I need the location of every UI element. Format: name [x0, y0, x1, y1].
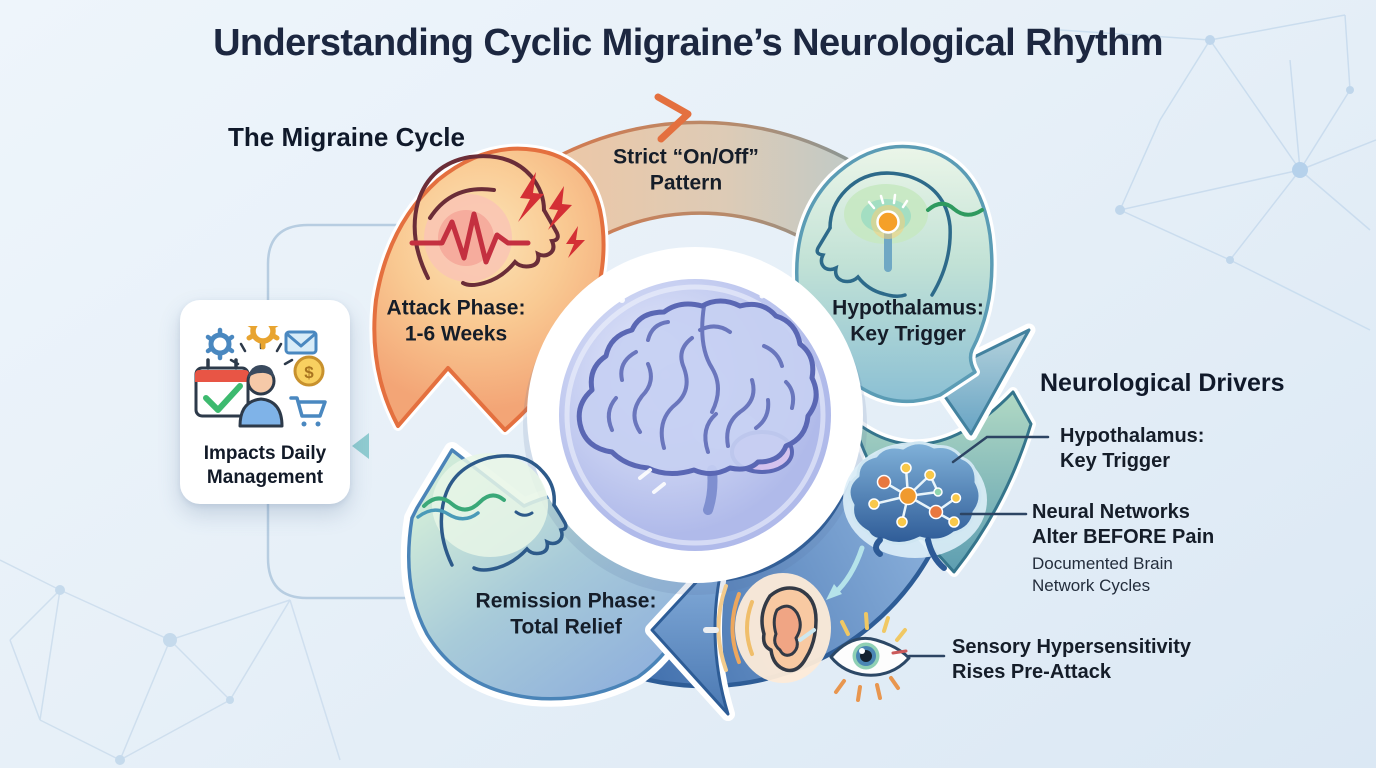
card-arrow-icon [352, 433, 369, 459]
dollar-symbol: $ [304, 363, 314, 382]
attack-head-icon [409, 154, 585, 287]
network-pattern-bottom-left [0, 559, 341, 765]
driver-item-sensory: Sensory Hypersensitivity Rises Pre-Attac… [952, 636, 1191, 683]
hypothalamus-head-icon [815, 171, 984, 299]
neural-network-brain-icon [826, 441, 987, 600]
driver-connector-lines [907, 435, 1050, 658]
driver-item-neural-networks: Neural Networks Alter BEFORE Pain [1032, 501, 1215, 548]
cycle-label-pattern: Strict “On/Off” Pattern [613, 145, 759, 194]
calm-head-icon [416, 453, 568, 572]
network-pattern-top-right [1059, 14, 1376, 331]
drivers-heading: Neurological Drivers [1040, 369, 1285, 397]
calendar-check-icon [194, 358, 250, 418]
impact-card-label: Impacts Daily Management [203, 443, 327, 489]
connector-hypothalamus [951, 435, 1050, 464]
gear-icon [246, 326, 280, 350]
center-brain-medallion [523, 247, 867, 595]
gear-icon [205, 327, 235, 361]
cycle-arrow-top-icon [654, 93, 692, 143]
cycle-label-remission-phase: Remission Phase: Total Relief [475, 589, 657, 638]
cycle-heading: The Migraine Cycle [228, 122, 465, 152]
page-title: Understanding Cyclic Migraine’s Neurolog… [213, 22, 1163, 64]
eye-icon [798, 612, 911, 702]
driver-item-neural-networks-subtitle: Documented Brain Network Cycles [1032, 554, 1173, 596]
driver-item-hypothalamus: Hypothalamus: Key Trigger [1060, 425, 1205, 472]
cycle-label-attack-phase: Attack Phase: 1-6 Weeks [386, 296, 526, 345]
impact-card: $ Impacts Daily Management [180, 300, 350, 504]
impact-card-icons: $ [194, 326, 327, 428]
ear-icon [703, 573, 831, 683]
shopping-cart-icon [289, 396, 327, 427]
person-icon [238, 365, 284, 428]
email-icon [284, 330, 318, 355]
brain-icon [576, 270, 819, 515]
cycle-label-hypothalamus: Hypothalamus: Key Trigger [832, 296, 984, 345]
dollar-coin-icon: $ [293, 355, 325, 387]
